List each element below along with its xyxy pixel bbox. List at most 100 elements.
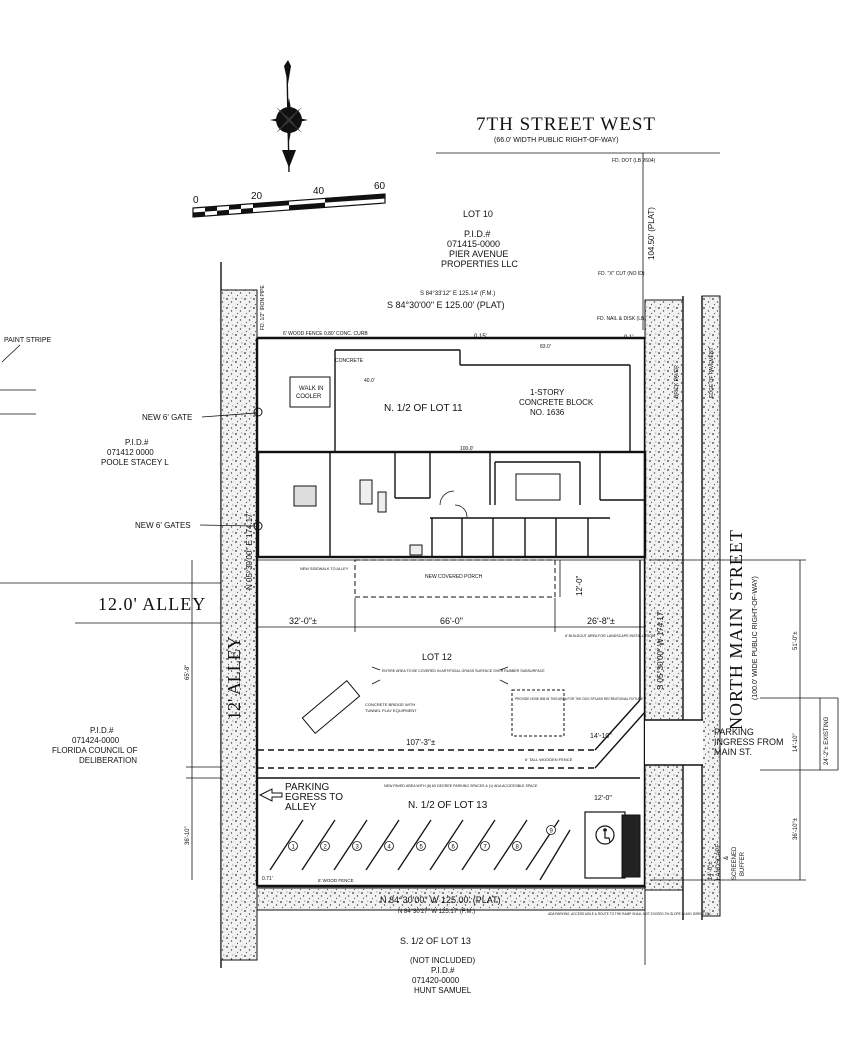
north-bearing-fm: S 84°33'12" E 125.14' (F.M.) (420, 291, 495, 297)
parking-area: PARKING EGRESS TO ALLEY NEW PAVED AREA W… (258, 777, 711, 916)
dim-24-existing: 24'-2"± EXISTING (824, 716, 830, 765)
egress-arrow-icon (258, 788, 283, 802)
wood-fence-conc-label: 6' WOOD FENCE 0.80' CONC. CURB (283, 331, 368, 337)
florida-pid: 071424-0000 (72, 736, 120, 745)
parking-space-6: 6 (452, 845, 456, 851)
lot-12: LOT 12 ENTIRE AREA TO BE COVERED IN ARTI… (301, 634, 655, 737)
tall-fence-label: 6' TALL WOODEN FENCE (525, 757, 573, 762)
poole-pid-label: P.I.D.# (125, 438, 149, 447)
fd-x-label: FD. "X" CUT (NO ID) (598, 271, 645, 277)
fd-nail-label: FD. NAIL & DISK (LB 2604) (597, 316, 659, 322)
porch-label: NEW COVERED PORCH (425, 574, 483, 580)
parking-numbers: 1 2 3 4 5 6 7 8 9 (288, 825, 556, 851)
buildout-note: 8' BUILDOUT AREA FOR LANDSCAPE INSTALLAT… (565, 634, 655, 638)
alley-vertical: 12' ALLEY FD. 1/2" IRON PIPE N 05°30'00"… (220, 262, 266, 968)
lot-13-pid: 071420-0000 (412, 976, 460, 985)
bridge-note-2: TUNNEL PLAY EQUIPMENT (365, 708, 417, 713)
scale-bar: 0 20 40 60 (192, 181, 386, 218)
dim-12: 12'-0" (575, 575, 584, 596)
dim-66: 66'-0" (440, 616, 463, 626)
fd-dot-label: FD. DOT (LB 2604) (612, 158, 656, 164)
dim-36: 36'-10" (185, 826, 191, 845)
neighbor-florida: P.I.D.# 071424-0000 FLORIDA COUNCIL OF D… (52, 726, 138, 765)
new-gate-label: NEW 6' GATE (142, 413, 192, 422)
existing-building: 40.0' 83.0' CONCRETE WALK IN COOLER N. 1… (289, 344, 631, 452)
landscape-3: & (724, 856, 730, 860)
parking-ingress-1: PARKING (714, 727, 754, 737)
seventh-street: 7TH STREET WEST (66.0' WIDTH PUBLIC RIGH… (436, 114, 720, 164)
alley-horizontal: 12.0' ALLEY PAINT STRIPE (0, 337, 222, 624)
west-bearing: N 05°30'00" E 174.17' (245, 511, 254, 590)
lot-10-owner-2: PROPERTIES LLC (441, 259, 518, 269)
south-bearing-fm: N 84°30'27" W 125.17' (F.M.) (398, 909, 475, 915)
dist-071-label: 0.71' (262, 876, 273, 882)
parking-space-4: 4 (388, 845, 392, 851)
alley-vertical-name: 12' ALLEY (224, 636, 244, 720)
main-street-name: NORTH MAIN STREET (726, 529, 746, 730)
dim-32: 32'-0"± (289, 616, 317, 626)
floor-plan (256, 450, 647, 559)
lot-10-owner-1: PIER AVENUE (449, 249, 508, 259)
walk-in-1: WALK IN (299, 386, 323, 392)
dist-01-label: 0.1' (624, 335, 634, 341)
dim-14b: 14'-10" (793, 733, 799, 752)
fd-iron-label: FD. 1/2" IRON PIPE (260, 284, 266, 330)
main-street-row: (100.0' WIDE PUBLIC RIGHT-OF-WAY) (752, 576, 759, 700)
dim-40: 40.0' (364, 378, 375, 384)
building-material: CONCRETE BLOCK (519, 398, 594, 407)
north-main-street: NORTH MAIN STREET (100.0' WIDE PUBLIC RI… (644, 295, 839, 920)
landscape-4: SCREENED (732, 846, 738, 880)
seventh-street-row: (66.0' WIDTH PUBLIC RIGHT-OF-WAY) (494, 137, 619, 144)
florida-owner-2: DELIBERATION (79, 756, 137, 765)
poole-pid: 071412 0000 (107, 448, 154, 457)
dim-26: 26'-8"± (587, 616, 615, 626)
bridge-note-1: CONCRETE BRIDGE WITH (365, 702, 415, 707)
parking-ingress: PARKING INGRESS FROM MAIN ST. (714, 727, 784, 757)
building-story: 1-STORY (530, 388, 565, 397)
lot-10-pid: 071415-0000 (447, 239, 500, 249)
parking-space-2: 2 (324, 845, 328, 851)
parking-space-5: 5 (420, 845, 424, 851)
wood-fence-label: 6' WOOD FENCE (318, 878, 354, 883)
dim-12b: 12'-0" (594, 795, 612, 802)
lot-12-label: LOT 12 (422, 652, 452, 662)
parking-egress-2: EGRESS TO (285, 792, 343, 803)
dim-51: 51'-0"± (793, 631, 799, 650)
brick-paver-label: BRICK PAVER (674, 365, 680, 398)
florida-pid-label: P.I.D.# (90, 726, 114, 735)
dim-36b: 36'-10"± (793, 817, 799, 840)
dim-14: 14'-10" (590, 733, 612, 740)
parking-egress-3: ALLEY (285, 802, 316, 813)
edge-pavement-label: EDGE OF PAVEMENT (709, 347, 715, 398)
building-number: NO. 1636 (530, 408, 565, 417)
alley-name: 12.0' ALLEY (98, 594, 206, 614)
parking-space-8: 8 (516, 845, 520, 851)
north-arrow-icon (270, 60, 308, 173)
top-right-dimension: 104.50' (PLAT) (647, 207, 656, 260)
lot-10-pid-label: P.I.D.# (464, 229, 490, 239)
parking-space-1: 1 (292, 845, 296, 851)
new-gates-label: NEW 6' GATES (135, 521, 191, 530)
lot-13-pid-label: P.I.D.# (431, 966, 455, 975)
parking-space-7: 7 (484, 845, 488, 851)
new-paved-note: NEW PAVED AREA WITH (8) 60 DEGREE PARKIN… (384, 784, 538, 788)
paint-stripe-label: PAINT STRIPE (4, 337, 52, 344)
gate-callouts: NEW 6' GATE NEW 6' GATES NEW SIDEWALK TO… (135, 407, 349, 571)
covered-porch: NEW COVERED PORCH 12'-0" (258, 559, 645, 598)
lot-12-dimensions: 32'-0"± 66'-0" 26'-8"± (258, 598, 645, 632)
ada-note: ADA PARKING, ACCESS AISLE & ROUTE TO THE… (548, 912, 711, 916)
lot-13-south-label: S. 1/2 OF LOT 13 (400, 936, 471, 946)
scale-tick-0: 0 (193, 195, 199, 206)
parking-egress-1: PARKING (285, 782, 329, 793)
landscape-2: LANDSCAPE (716, 844, 722, 880)
poole-owner: POOLE STACEY L (101, 458, 169, 467)
ada-icon (595, 825, 615, 845)
east-bearing: S 05°30'00" W 174.17' (656, 610, 665, 690)
dim-107: 107'-3"± (406, 738, 436, 747)
scale-tick-60: 60 (374, 181, 386, 192)
landscape-buffer: 14'-0"± LANDSCAPE & SCREENED BUFFER (708, 844, 746, 880)
parking-ingress-2: INGRESS FROM (714, 737, 784, 747)
scale-tick-40: 40 (313, 186, 325, 197)
dist-015-label: 0.15' (474, 334, 487, 340)
